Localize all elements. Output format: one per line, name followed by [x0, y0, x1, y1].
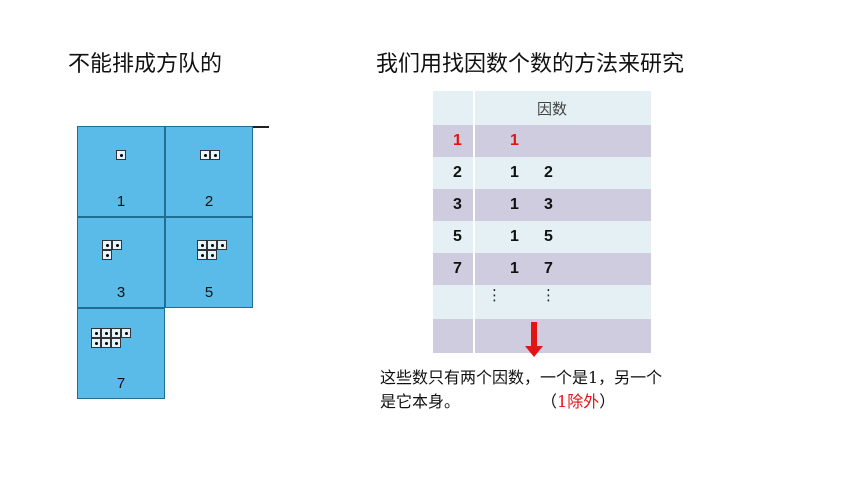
square-label: 3 [116, 284, 126, 301]
table-row: 1 1 [433, 125, 651, 157]
dot-pattern [102, 240, 122, 260]
table-row: 7 1 7 [433, 253, 651, 285]
square-label: 5 [204, 284, 214, 301]
table-row: 3 1 3 [433, 189, 651, 221]
row-number: 1 [453, 132, 462, 149]
square-7: 7 [77, 308, 165, 399]
left-title: 不能排成方队的 [68, 52, 223, 77]
table-row: 2 1 2 [433, 157, 651, 189]
right-title: 我们用找因数个数的方法来研究 [376, 52, 685, 77]
row-factor: 1 [510, 260, 519, 277]
square-2: 2 [165, 126, 253, 217]
table-row [433, 319, 651, 353]
square-label: 1 [116, 193, 126, 210]
square-label: 2 [204, 193, 214, 210]
table-row: ⋮ ⋮ [433, 285, 651, 319]
square-3: 3 [77, 217, 165, 308]
row-factor: 3 [544, 196, 553, 213]
exception-text: 1除外 [557, 392, 600, 411]
caption-line-2: 是它本身。 [380, 392, 461, 411]
square-label: 7 [116, 375, 126, 392]
dot-pattern [200, 150, 220, 160]
caption: 这些数只有两个因数，一个是1，另一个 是它本身。 [380, 366, 780, 414]
row-number: 2 [453, 164, 462, 181]
row-factor: 1 [510, 196, 519, 213]
dot-pattern [91, 328, 131, 348]
table-header: 因数 [433, 91, 651, 125]
row-factor: 7 [544, 260, 553, 277]
row-factor: 1 [510, 228, 519, 245]
down-arrow-icon [525, 322, 543, 357]
table-row: 5 1 5 [433, 221, 651, 253]
row-number: 3 [453, 196, 462, 213]
row-factor: 1 [510, 132, 519, 149]
row-factor: 1 [510, 164, 519, 181]
row-factor: 2 [544, 164, 553, 181]
ellipsis-left: ⋮ [487, 286, 502, 304]
square-1: 1 [77, 126, 165, 217]
row-factor: 5 [544, 228, 553, 245]
caption-line-1: 这些数只有两个因数，一个是1，另一个 [380, 368, 663, 387]
square-5: 5 [165, 217, 253, 308]
row-number: 5 [453, 228, 462, 245]
row-number: 7 [453, 260, 462, 277]
header-label: 因数 [537, 99, 568, 118]
dot-pattern [116, 150, 126, 160]
exception-note: （1除外） [541, 392, 616, 411]
ellipsis-right: ⋮ [541, 286, 556, 304]
factor-table: 因数 1 1 2 1 2 3 1 3 5 1 5 7 1 7 ⋮ ⋮ [433, 91, 651, 353]
dot-pattern [197, 240, 227, 260]
